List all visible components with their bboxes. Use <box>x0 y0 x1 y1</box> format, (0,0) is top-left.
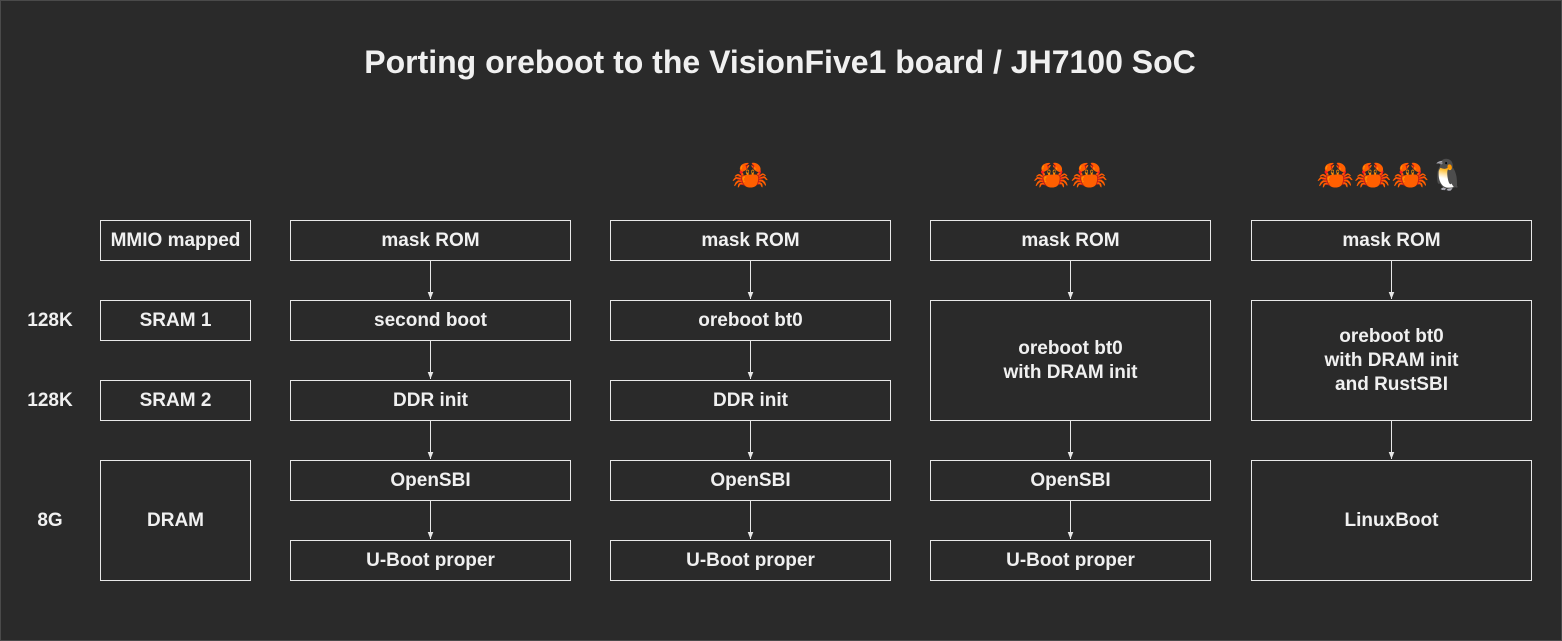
col2-crab-icon: 🦀 <box>731 158 770 193</box>
col3-stage-uboot: U-Boot proper <box>930 540 1211 581</box>
diagram-title: Porting oreboot to the VisionFive1 board… <box>364 44 1196 80</box>
col3-stage-mask-rom: mask ROM <box>930 220 1211 261</box>
col4-crab-penguin-icons: 🦀🦀🦀🐧 <box>1316 158 1467 193</box>
col1-stage-uboot: U-Boot proper <box>290 540 571 581</box>
col2-stage-uboot: U-Boot proper <box>610 540 891 581</box>
col2-stage-ddr-init: DDR init <box>610 380 891 421</box>
size-label-sram2: 128K <box>27 390 73 411</box>
col4-stage-oreboot-bt0-rustsbi: oreboot bt0 with DRAM init and RustSBI <box>1251 300 1532 421</box>
col1-stage-second-boot: second boot <box>290 300 571 341</box>
size-label-sram1: 128K <box>27 310 73 331</box>
col1-stage-opensbi: OpenSBI <box>290 460 571 501</box>
region-sram2: SRAM 2 <box>100 380 251 421</box>
col4-stage-mask-rom: mask ROM <box>1251 220 1532 261</box>
size-label-dram: 8G <box>37 510 63 531</box>
col2-stage-opensbi: OpenSBI <box>610 460 891 501</box>
col3-stage-oreboot-bt0-dram: oreboot bt0 with DRAM init <box>930 300 1211 421</box>
col2-stage-oreboot-bt0: oreboot bt0 <box>610 300 891 341</box>
region-mmio: MMIO mapped <box>100 220 251 261</box>
col4-stage-linuxboot: LinuxBoot <box>1251 460 1532 581</box>
col3-stage-opensbi: OpenSBI <box>930 460 1211 501</box>
col2-stage-mask-rom: mask ROM <box>610 220 891 261</box>
col1-stage-ddr-init: DDR init <box>290 380 571 421</box>
col1-stage-mask-rom: mask ROM <box>290 220 571 261</box>
col3-crab-icons: 🦀🦀 <box>1033 158 1108 193</box>
region-sram1: SRAM 1 <box>100 300 251 341</box>
region-dram: DRAM <box>100 460 251 581</box>
